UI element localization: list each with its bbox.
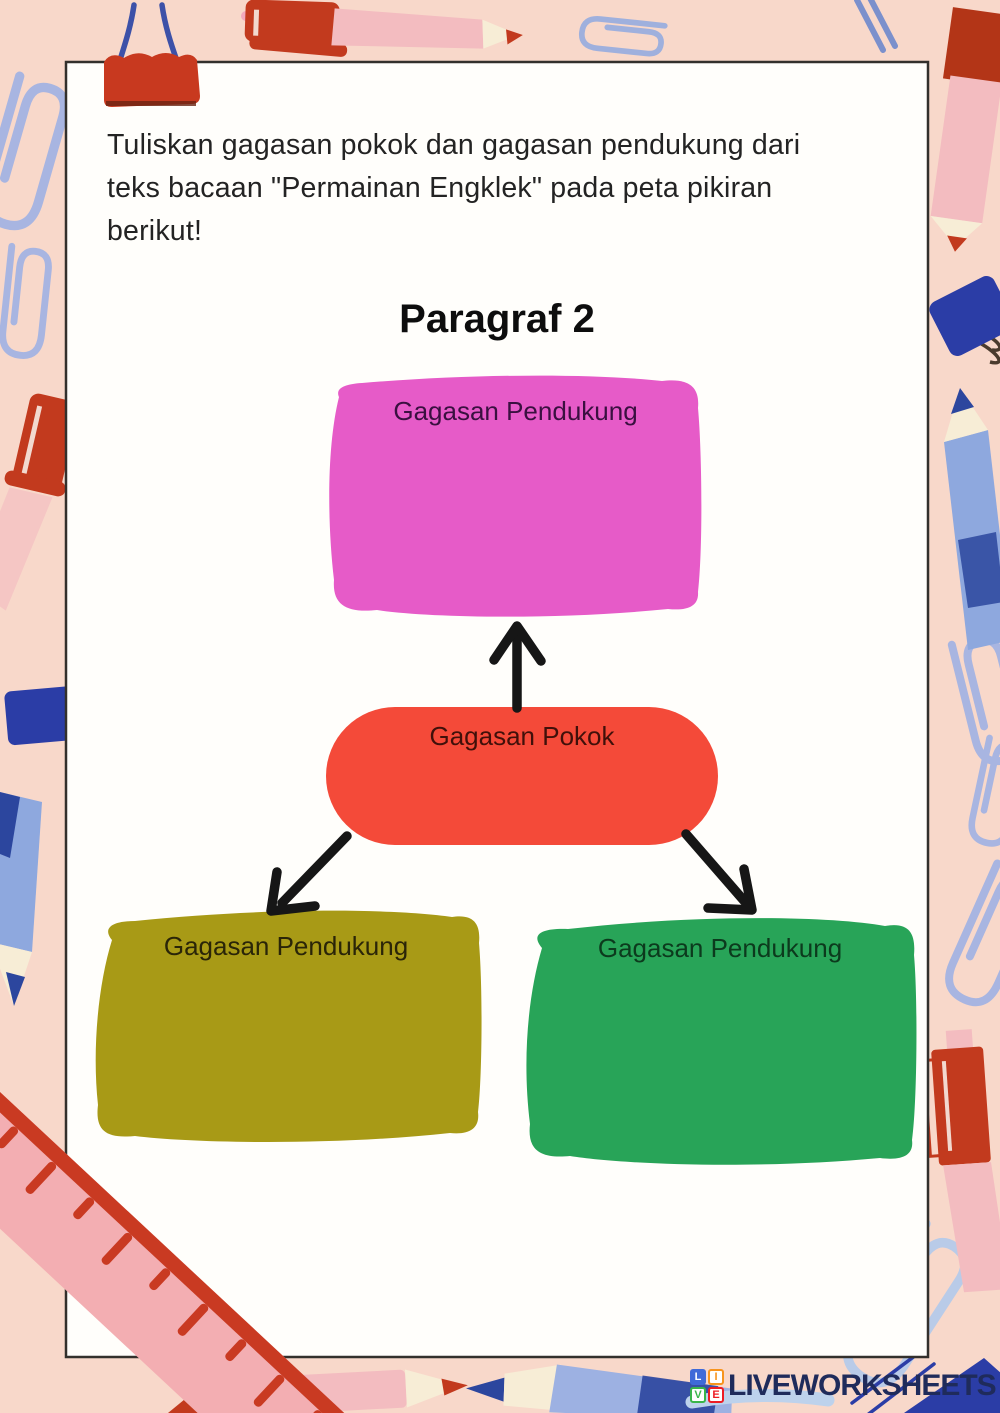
node-label-bottom-right-support: Gagasan Pendukung bbox=[597, 933, 843, 963]
logo-tile-i: I bbox=[708, 1369, 724, 1385]
node-label-bottom-left-support: Gagasan Pendukung bbox=[163, 931, 409, 961]
pen-blue-icon bbox=[867, 0, 898, 49]
mindmap-arrows bbox=[266, 621, 757, 916]
instruction-line: Tuliskan gagasan pokok dan gagasan pendu… bbox=[107, 129, 801, 161]
pencil-blue-right-illustration bbox=[944, 388, 1000, 650]
pen-pencil-top-illustration bbox=[244, 0, 523, 57]
liveworksheets-logo[interactable]: L I V E LIVEWORKSHEETS bbox=[690, 1369, 997, 1403]
ruler-illustration bbox=[0, 1064, 439, 1413]
node-center-main-idea[interactable] bbox=[326, 707, 718, 845]
arrow-down-left-head bbox=[266, 867, 320, 916]
instruction-line: teks bacaan "Permainan Engklek" pada pet… bbox=[107, 172, 773, 204]
logo-tile-l: L bbox=[690, 1369, 706, 1385]
paperclip-icon bbox=[968, 738, 1000, 847]
logo-tile-e: E bbox=[708, 1387, 724, 1403]
paperclip-icon bbox=[952, 634, 1000, 766]
arrow-down-right bbox=[681, 829, 751, 908]
paperclip-icon bbox=[941, 863, 1000, 1009]
pencil-blue-bottom-illustration bbox=[466, 1364, 733, 1413]
pen-navy-corner-illustration bbox=[685, 1350, 1000, 1413]
pencil-red-right-illustration bbox=[930, 7, 1000, 252]
paperclip-icon bbox=[1, 246, 51, 357]
paperclip-icon bbox=[580, 17, 664, 55]
pencil-blue-left-illustration bbox=[0, 792, 42, 1006]
arrow-down-right-head bbox=[703, 864, 757, 915]
binder-clip-blue-right-illustration bbox=[929, 276, 1000, 365]
marker-red-right-illustration bbox=[922, 1029, 1000, 1293]
node-top-support[interactable] bbox=[329, 375, 702, 617]
liveworksheets-logo-icon: L I V E bbox=[690, 1369, 724, 1403]
pen-blue-icon bbox=[854, 0, 886, 53]
node-label-main-idea: Gagasan Pokok bbox=[429, 721, 615, 751]
instruction-line: berikut! bbox=[107, 215, 203, 247]
node-label-top-support: Gagasan Pendukung bbox=[393, 396, 638, 426]
arrow-down-left bbox=[277, 831, 352, 908]
worksheet-title: Paragraf 2 bbox=[399, 297, 595, 341]
node-bottom-left-support[interactable] bbox=[95, 910, 482, 1142]
binder-clip-red-illustration bbox=[104, 2, 200, 107]
liveworksheets-wordmark: LIVEWORKSHEETS bbox=[728, 1369, 997, 1402]
logo-tile-v: V bbox=[690, 1387, 706, 1403]
node-bottom-right-support[interactable] bbox=[526, 918, 917, 1165]
paperclip-icon bbox=[0, 76, 70, 231]
instruction-text: Tuliskan gagasan pokok dan gagasan pendu… bbox=[107, 124, 902, 253]
arrow-up-head bbox=[489, 621, 546, 666]
mindmap-graphic bbox=[95, 375, 917, 1165]
pen-red-left-illustration bbox=[0, 393, 79, 611]
